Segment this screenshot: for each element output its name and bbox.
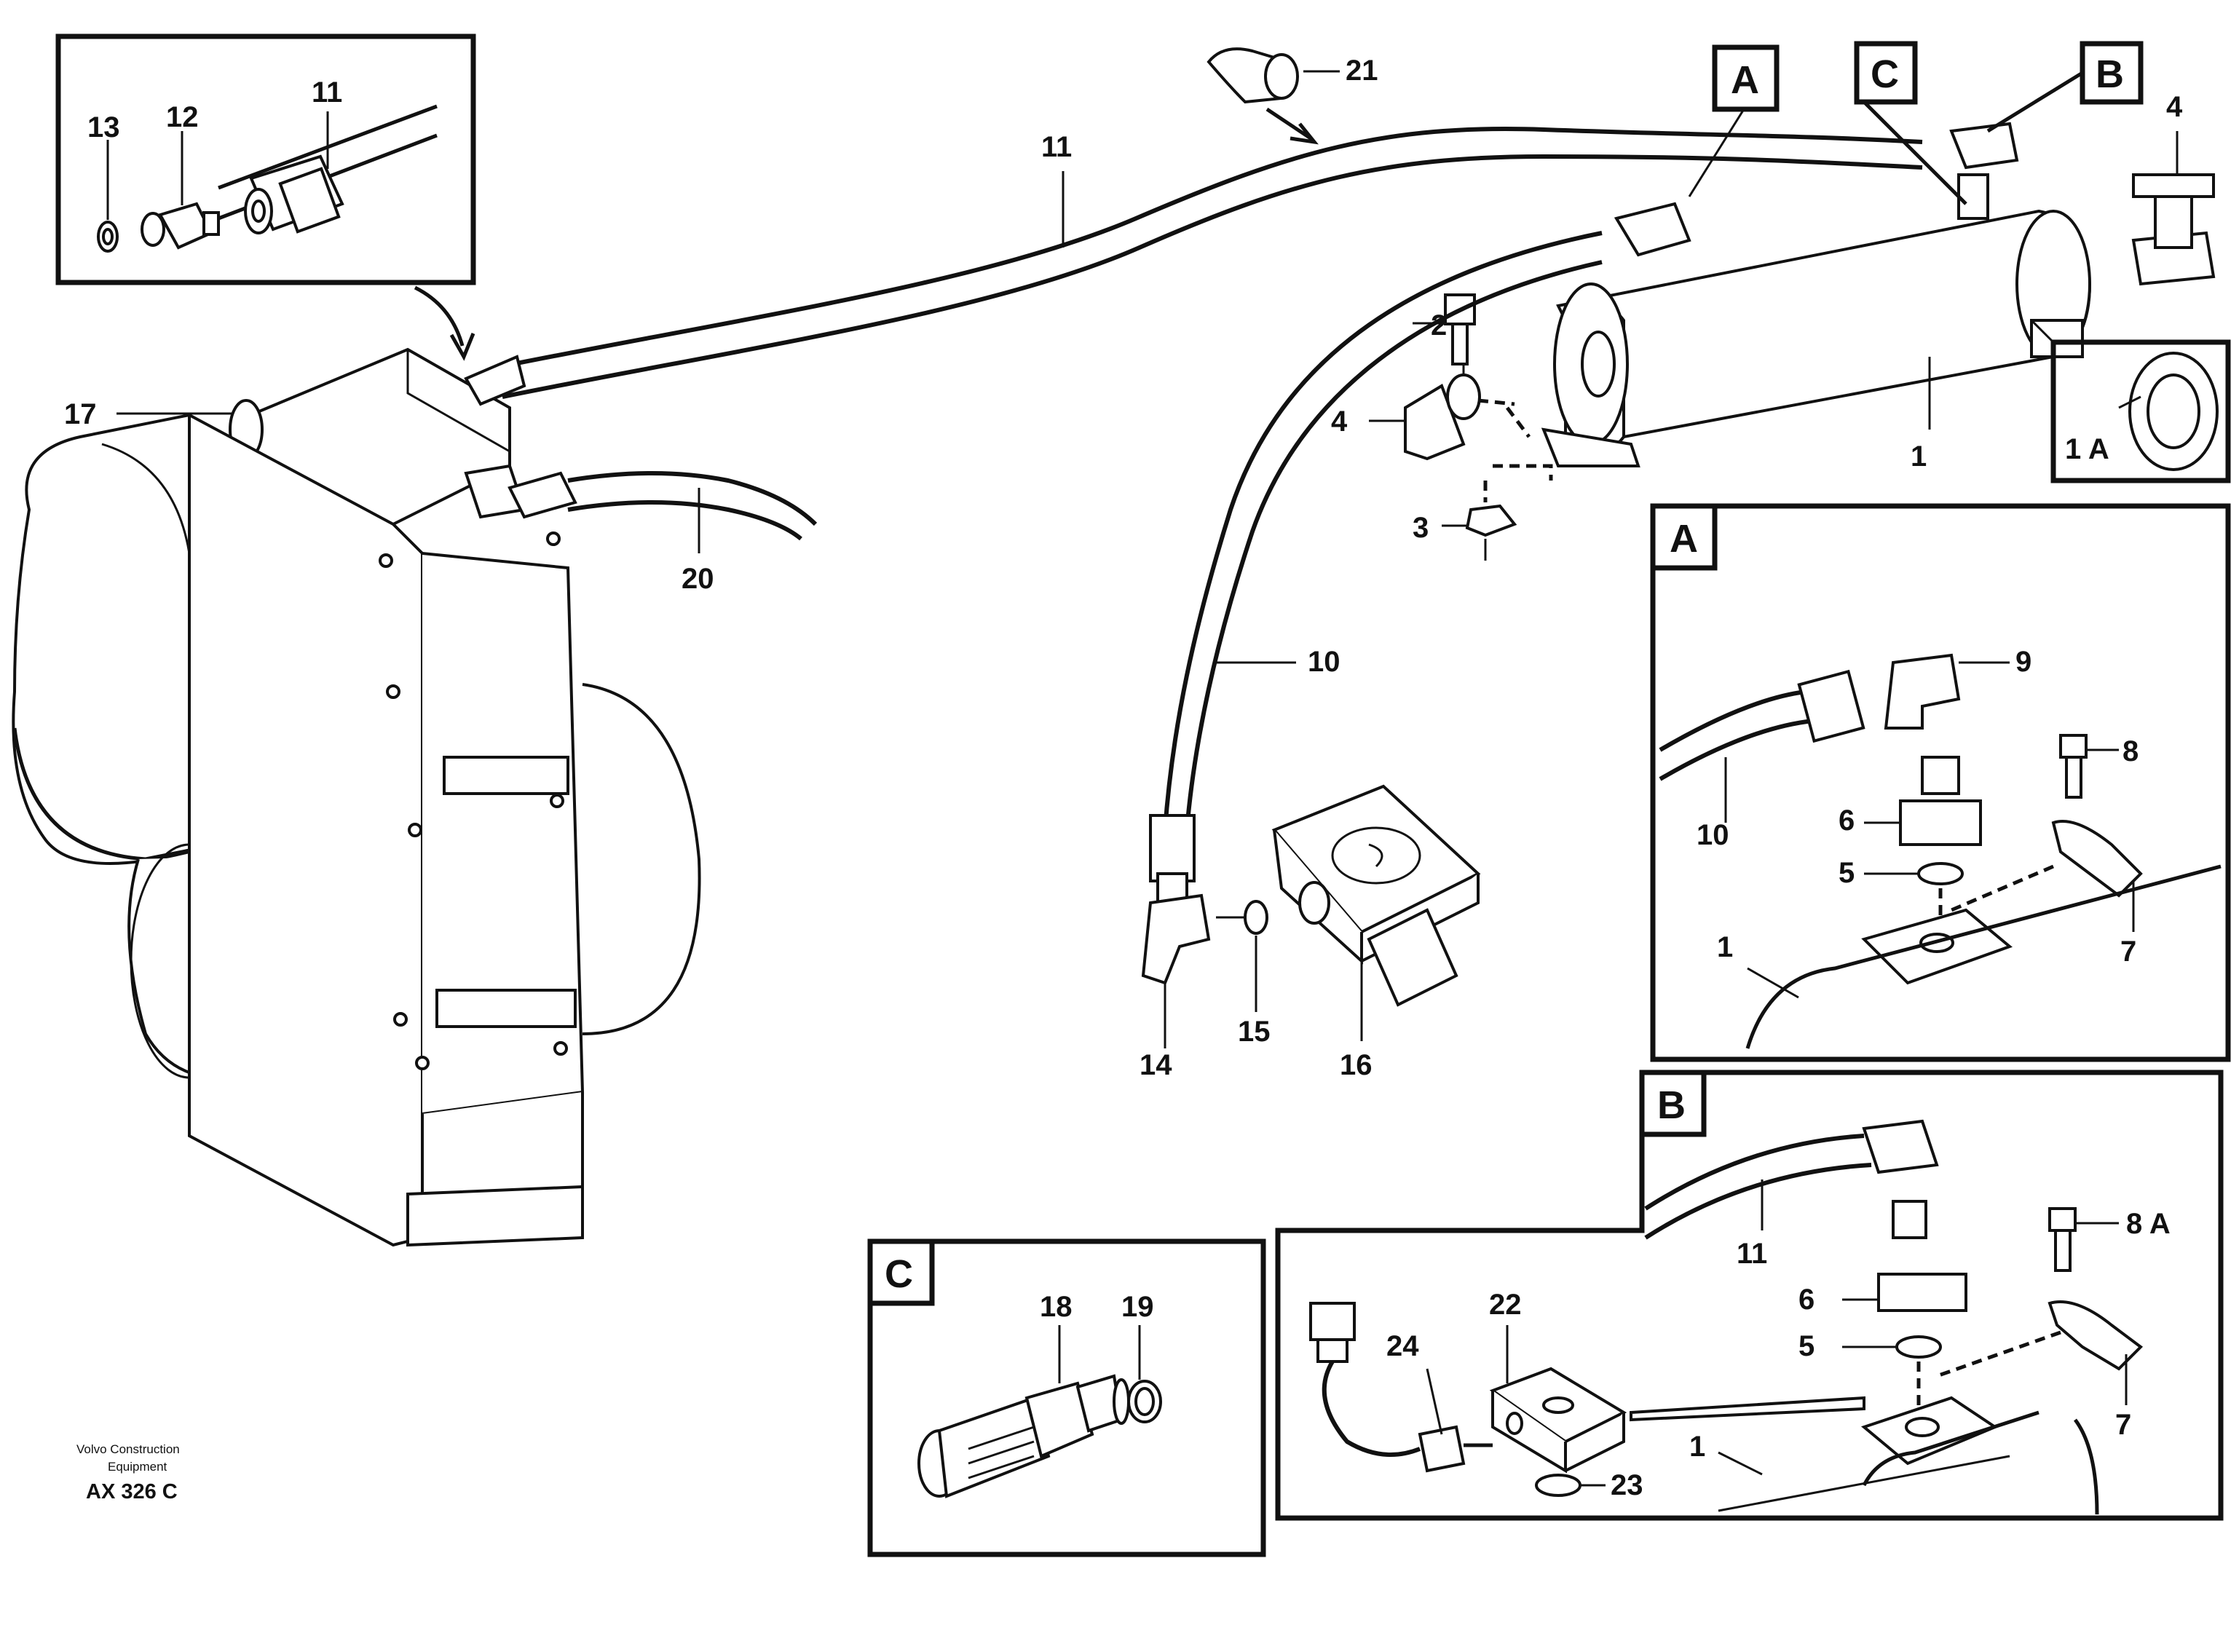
label-A-9: 9: [2015, 646, 2031, 678]
hose-clip-21: [1207, 47, 1340, 145]
tag-A-top: [1688, 44, 1780, 197]
detail-B-panel: [1275, 1070, 2224, 1521]
tag-B-panel-label: B: [1657, 1083, 1686, 1127]
label-B-8A: 8 A: [2126, 1208, 2171, 1240]
gasket-1A-box: [2030, 319, 2231, 483]
washer-15: [1216, 900, 1268, 1012]
elbow-4-left: [1369, 374, 1515, 461]
label-B-7: 7: [2115, 1409, 2131, 1441]
label-B-1: 1: [1689, 1431, 1705, 1463]
label-1-main: 1: [1911, 440, 1927, 473]
brand-line-1: Volvo Construction: [76, 1442, 180, 1456]
label-11-top: 11: [1041, 131, 1072, 163]
label-A-1: 1: [1717, 931, 1733, 963]
label-C-19: 19: [1121, 1291, 1154, 1323]
hose-10: [1149, 231, 1603, 904]
tag-A-top-label: A: [1731, 58, 1759, 102]
label-A-10: 10: [1697, 819, 1729, 851]
detail-C-panel: [867, 1238, 1266, 1557]
label-21: 21: [1346, 55, 1378, 87]
label-13: 13: [87, 111, 120, 143]
label-B-24: 24: [1386, 1330, 1419, 1362]
label-3: 3: [1413, 512, 1429, 544]
tag-B-top: [1986, 41, 2144, 133]
label-B-23: 23: [1611, 1469, 1643, 1501]
label-1A: 1 A: [2065, 433, 2109, 465]
label-4-right: 4: [2166, 91, 2183, 123]
label-10-main: 10: [1308, 646, 1340, 678]
label-20: 20: [682, 563, 714, 595]
label-C-18: 18: [1040, 1291, 1073, 1323]
label-11-inset: 11: [312, 76, 342, 108]
tee-4-right: [2131, 131, 2216, 286]
label-15: 15: [1238, 1016, 1271, 1048]
label-A-7: 7: [2120, 936, 2136, 968]
tag-C-panel-label: C: [885, 1252, 913, 1296]
label-B-5: 5: [1798, 1330, 1815, 1362]
bolt-2: [1413, 293, 1531, 438]
label-B-22: 22: [1489, 1289, 1522, 1321]
elbow-14: [1141, 893, 1211, 1048]
label-A-6: 6: [1839, 805, 1855, 837]
label-12: 12: [166, 101, 199, 133]
label-14: 14: [1140, 1049, 1172, 1081]
inset-hose-fitting: [55, 33, 476, 285]
tag-C-top-label: C: [1871, 52, 1899, 96]
drawing-code: AX 326 C: [86, 1480, 178, 1503]
hose-11: [494, 127, 1923, 399]
tag-B-top-label: B: [2096, 52, 2124, 96]
sensor-block-16: [1271, 784, 1481, 1041]
detail-A-panel: [1650, 503, 2231, 1062]
label-B-11: 11: [1737, 1238, 1767, 1270]
tag-C-top: [1854, 41, 1967, 205]
housing-17: [12, 347, 818, 1247]
nut-3: [1442, 464, 1553, 561]
label-A-8: 8: [2122, 735, 2139, 767]
label-4-left: 4: [1331, 406, 1348, 438]
label-A-5: 5: [1839, 857, 1855, 889]
brand-line-2: Equipment: [108, 1460, 167, 1474]
tag-A-panel-label: A: [1670, 517, 1698, 561]
inset-pointer-arrow: [414, 285, 465, 347]
oil-cooler-1: [1541, 122, 2092, 467]
label-17: 17: [64, 398, 97, 430]
label-16: 16: [1340, 1049, 1373, 1081]
label-B-6: 6: [1798, 1284, 1815, 1316]
